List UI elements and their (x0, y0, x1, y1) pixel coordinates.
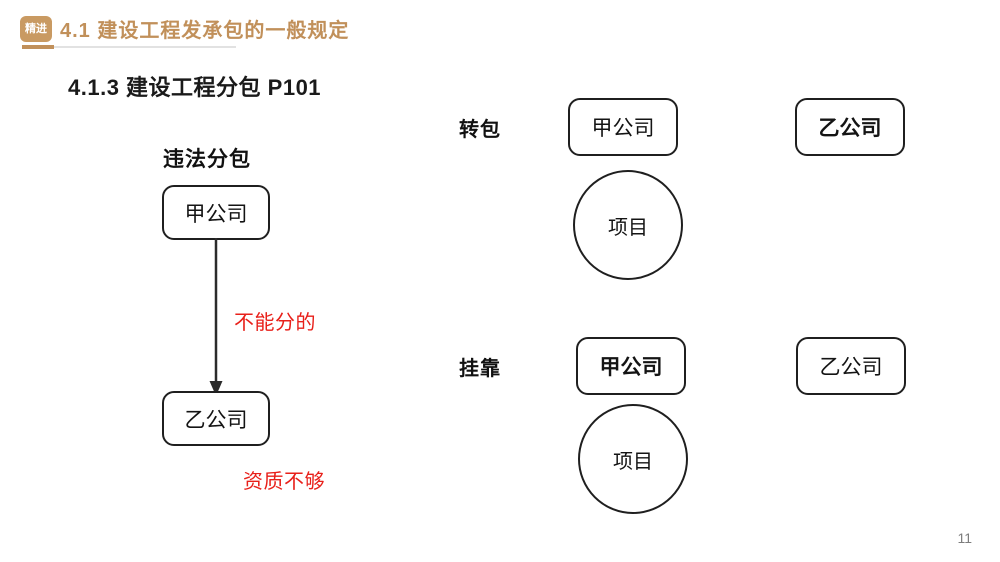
right-row-label-zhuanbao: 转包 (459, 119, 501, 141)
right-row-label-guakao: 挂靠 (459, 358, 501, 380)
page-title: 4.1 建设工程发承包的一般规定 (60, 20, 350, 42)
guakao-node-jia-company: 甲公司 (576, 337, 686, 395)
page-number: 11 (957, 530, 972, 546)
left-arrow-annotation: 不能分的 (234, 312, 316, 334)
header-divider-line (54, 46, 236, 48)
zhuanbao-node-yi-company: 乙公司 (795, 98, 905, 156)
left-bottom-annotation: 资质不够 (243, 471, 325, 493)
zhuanbao-node-jia-company: 甲公司 (568, 98, 678, 156)
left-node-jia-company: 甲公司 (162, 185, 270, 240)
zhuanbao-node-project: 项目 (573, 170, 683, 280)
header-divider-accent (22, 45, 54, 49)
brand-badge: 精进 (20, 16, 52, 42)
section-subtitle: 4.1.3 建设工程分包 P101 (68, 75, 322, 100)
flow-arrow-down (209, 238, 223, 396)
left-diagram-heading: 违法分包 (163, 148, 251, 171)
left-node-yi-company: 乙公司 (162, 391, 270, 446)
guakao-node-yi-company: 乙公司 (796, 337, 906, 395)
guakao-node-project: 项目 (578, 404, 688, 514)
